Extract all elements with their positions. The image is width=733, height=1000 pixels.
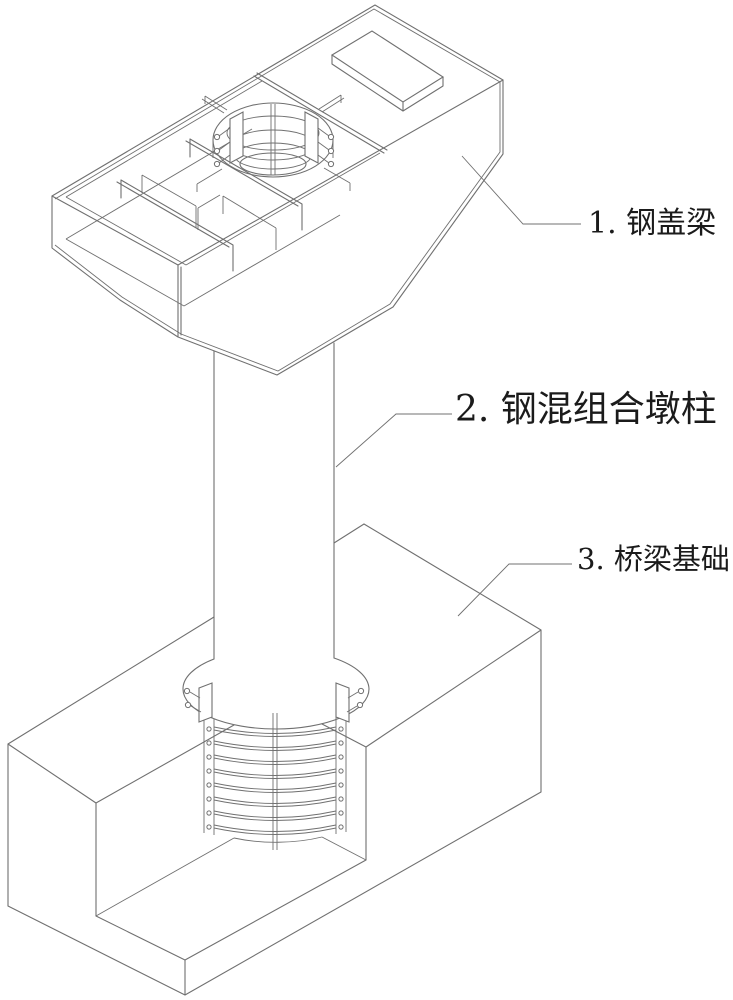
leader-line-3 — [457, 563, 572, 617]
anchor-cage — [183, 682, 365, 850]
cap-beam-inner-rim — [65, 80, 381, 266]
cap-beam-deck-plate-edge — [253, 72, 388, 154]
label-cap-beam: 1. 钢盖梁 — [588, 206, 716, 241]
collar-center-post — [270, 104, 276, 175]
cap-beam-edge-thickness — [54, 8, 501, 372]
cage-center-post — [272, 713, 278, 850]
cap-beam-interior-stiffeners — [116, 138, 303, 272]
cage-hoop-bars — [213, 726, 337, 835]
collar-ring-bar-3 — [234, 142, 312, 170]
anchor-pin-icon — [357, 687, 365, 695]
cap-beam-front-corner-edge — [177, 264, 182, 338]
collar-ring-bar-1 — [226, 115, 320, 151]
anchor-pin-stems — [189, 691, 359, 713]
stud-icon — [327, 147, 335, 155]
stud-icon — [213, 160, 221, 168]
collar-outer-ring — [212, 102, 334, 178]
foundation-vertical-edges — [7, 629, 542, 996]
cap-beam-outline — [51, 4, 504, 376]
stud-icon — [327, 160, 335, 168]
bearing-pad-sides — [331, 54, 444, 112]
collar-right-stud-stems — [317, 127, 330, 164]
recess-bottom-arc — [233, 836, 323, 843]
stud-icon — [213, 133, 221, 141]
label-foundation: 3. 桥梁基础 — [577, 542, 730, 576]
cap-beam-drawing — [51, 4, 504, 376]
cap-beam-floor-lines — [65, 128, 341, 307]
cap-beam-front-rim — [51, 79, 504, 266]
cage-side-channels — [203, 716, 347, 835]
collar-left-stud-stems — [218, 127, 231, 164]
collar-right-plate — [304, 111, 319, 164]
foundation-notch-walls — [95, 836, 367, 917]
foundation-drawing — [7, 523, 542, 996]
anchor-pin-icon — [356, 701, 364, 709]
label-pier-column: 2. 钢混组合墩柱 — [455, 389, 717, 430]
stiffener-wall-2 — [185, 138, 303, 231]
collar-radial-gussets — [196, 94, 351, 192]
stiffener-longitudinal — [197, 194, 221, 230]
stud-icon — [213, 147, 221, 155]
collar-ring-bar-2 — [230, 129, 316, 161]
bearing-pad-top — [330, 30, 445, 103]
leader-lines — [335, 155, 581, 617]
foundation-pit-floor — [95, 859, 367, 961]
leader-line-2 — [335, 413, 452, 468]
shear-stud-collar — [196, 94, 351, 192]
stiffener-wall-1 — [116, 179, 234, 272]
cage-right-anchor-plate — [335, 682, 350, 723]
anchor-pin-icon — [184, 701, 192, 709]
collar-left-plate — [229, 111, 244, 164]
stiffener-stub-2 — [222, 195, 277, 250]
stud-icon — [327, 133, 335, 141]
foundation-bottom-edges — [7, 791, 542, 996]
bearing-pad — [330, 30, 445, 112]
foundation-top-face — [7, 523, 542, 804]
collar-bottom-hole — [239, 152, 307, 176]
anchor-pin-icon — [183, 687, 191, 695]
stiffener-stub-1 — [141, 174, 197, 228]
leader-line-1 — [461, 155, 581, 225]
recess-rim-back-arcs — [182, 657, 370, 690]
cage-left-anchor-plate — [198, 682, 213, 723]
cage-rung-studs — [206, 726, 344, 830]
pier-column-drawing — [213, 342, 335, 660]
